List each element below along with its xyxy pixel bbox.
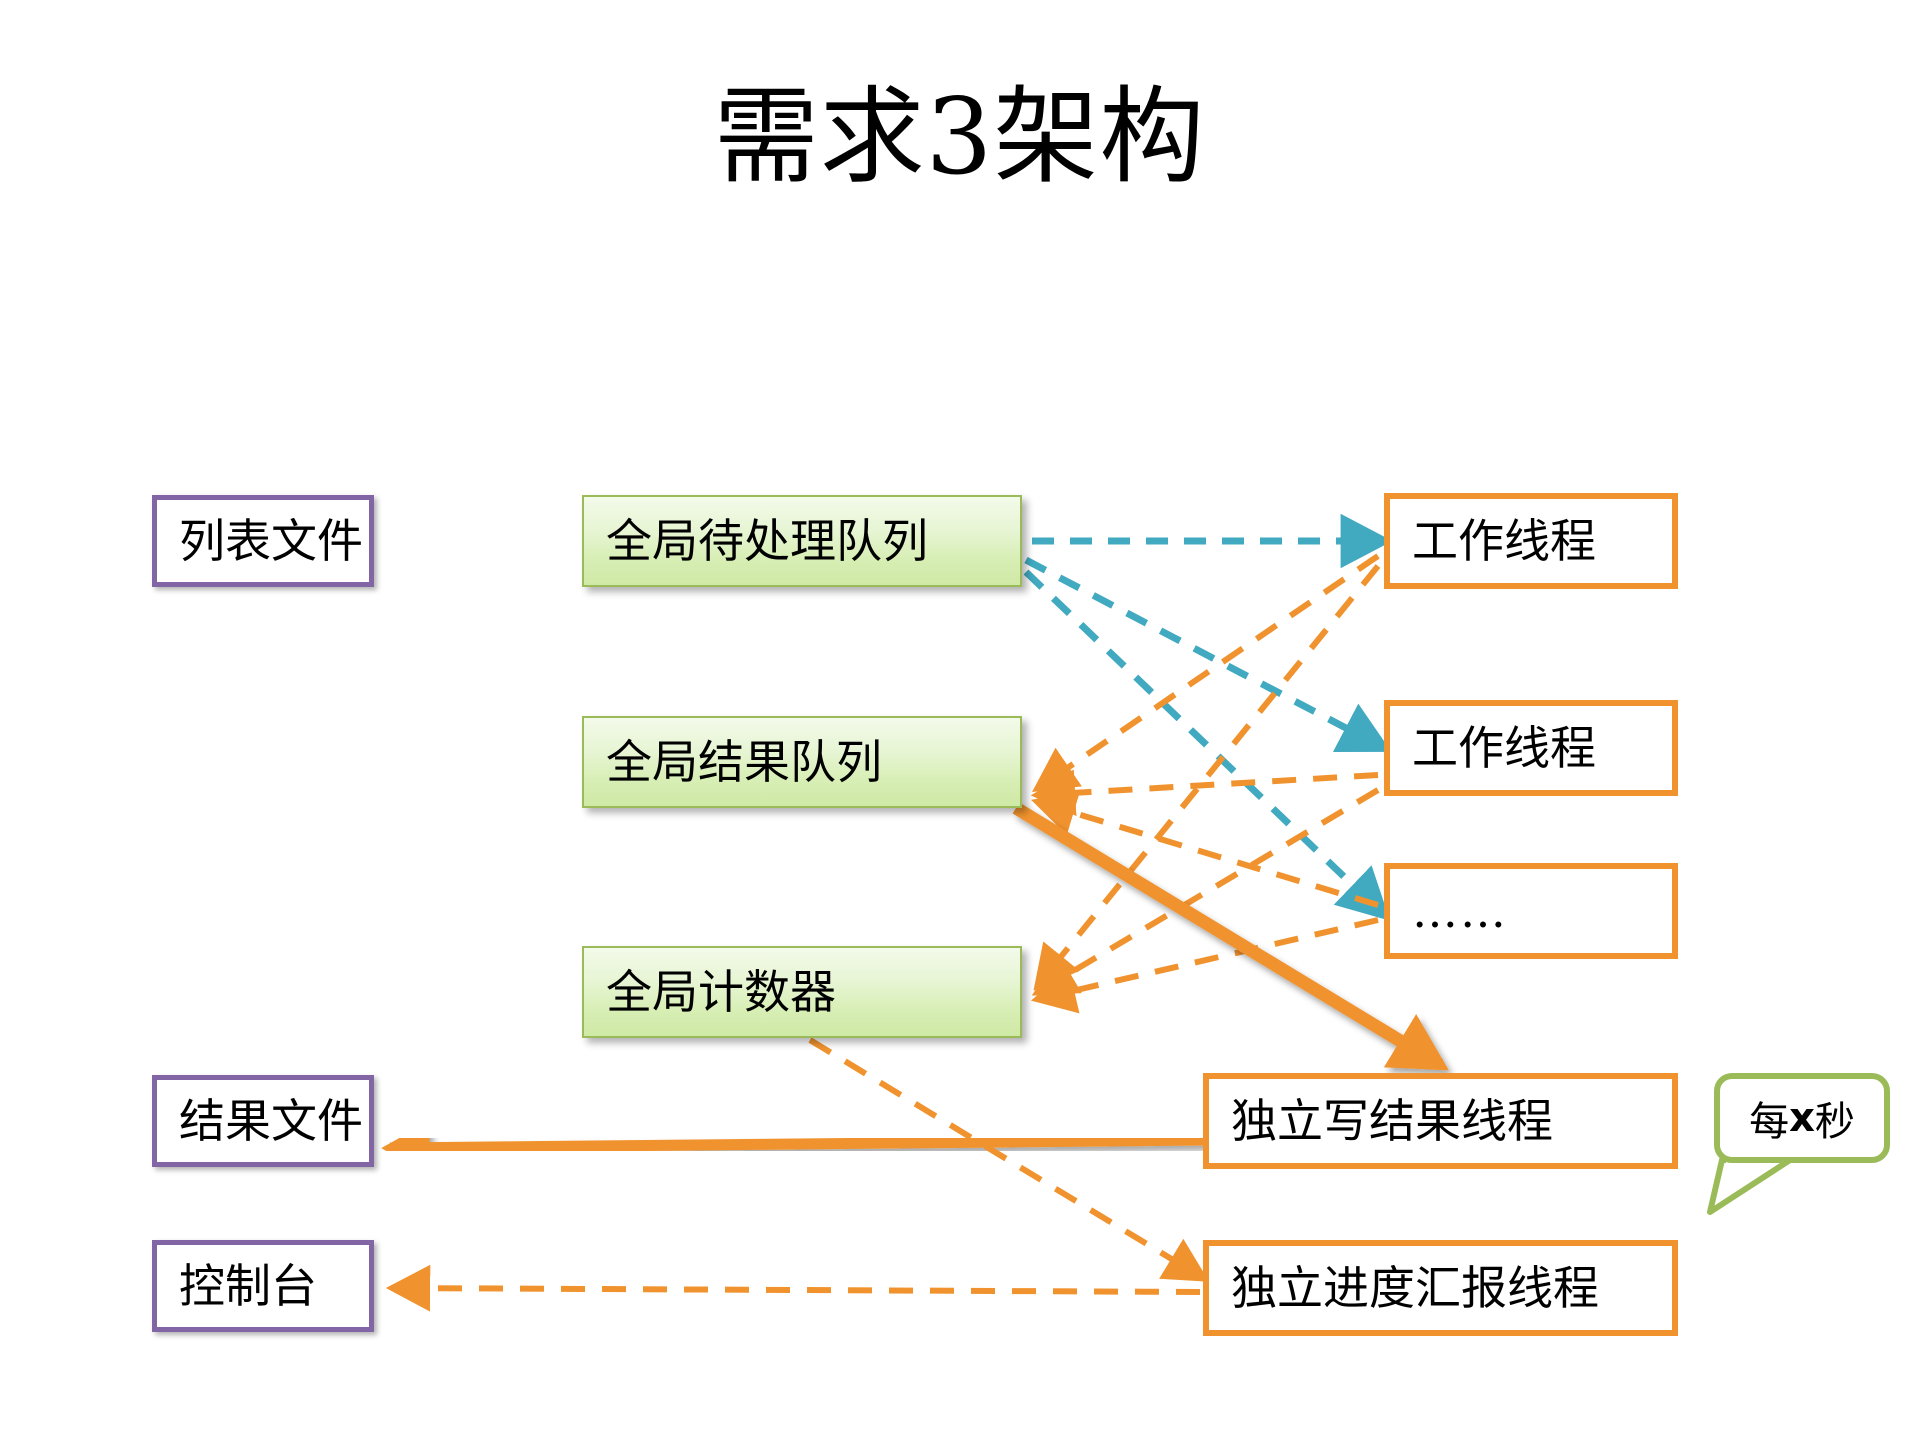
edge-counter-to-reporter-thread [808, 1037, 1210, 1282]
node-worker-thread-more[interactable]: …… [1384, 863, 1678, 959]
node-writer-thread-label: 独立写结果线程 [1231, 1093, 1553, 1148]
node-worker-thread-1-label: 工作线程 [1412, 513, 1596, 568]
node-worker-thread-1[interactable]: 工作线程 [1384, 493, 1678, 589]
node-result-queue-label: 全局结果队列 [606, 734, 882, 789]
callout-text-before: 每 [1749, 1099, 1790, 1145]
edge-result-queue-to-writer-thread [1012, 802, 1449, 1071]
node-global-counter[interactable]: 全局计数器 [582, 946, 1022, 1038]
node-console-label: 控制台 [179, 1258, 317, 1313]
callout-text-after: 秒 [1814, 1099, 1855, 1145]
edge-worker-2-to-result-queue [1030, 769, 1379, 817]
node-writer-thread[interactable]: 独立写结果线程 [1203, 1073, 1678, 1169]
node-reporter-thread[interactable]: 独立进度汇报线程 [1203, 1240, 1678, 1336]
node-result-file[interactable]: 结果文件 [152, 1075, 374, 1167]
edge-pending-queue-to-worker-2 [1024, 556, 1392, 752]
node-worker-thread-more-label: …… [1412, 883, 1508, 938]
node-global-counter-label: 全局计数器 [606, 964, 836, 1019]
node-worker-thread-2[interactable]: 工作线程 [1384, 700, 1678, 796]
page-title: 需求3架构 [713, 76, 1206, 198]
node-result-file-label: 结果文件 [179, 1093, 363, 1148]
edge-worker-more-to-counter [1030, 917, 1379, 1014]
node-pending-queue[interactable]: 全局待处理队列 [582, 495, 1022, 587]
node-list-file-label: 列表文件 [179, 513, 363, 568]
edge-worker-1-to-result-queue [1032, 553, 1380, 793]
edge-writer-thread-to-result-file [381, 1121, 1211, 1175]
edge-reporter-thread-to-console [385, 1264, 1201, 1312]
edge-pending-queue-to-worker-more [1023, 569, 1391, 921]
edge-worker-1-to-counter [1033, 564, 1381, 991]
edge-worker-more-to-result-queue [1031, 790, 1379, 908]
callout-text-variable: x [1789, 1095, 1815, 1141]
node-reporter-thread-label: 独立进度汇报线程 [1231, 1260, 1599, 1315]
node-pending-queue-label: 全局待处理队列 [606, 513, 928, 568]
node-result-queue[interactable]: 全局结果队列 [582, 716, 1022, 808]
node-list-file[interactable]: 列表文件 [152, 495, 374, 587]
node-console[interactable]: 控制台 [152, 1240, 374, 1332]
callout-tail [1707, 1153, 1793, 1215]
node-worker-thread-2-label: 工作线程 [1412, 720, 1596, 775]
edge-worker-2-to-counter [1031, 787, 1380, 996]
